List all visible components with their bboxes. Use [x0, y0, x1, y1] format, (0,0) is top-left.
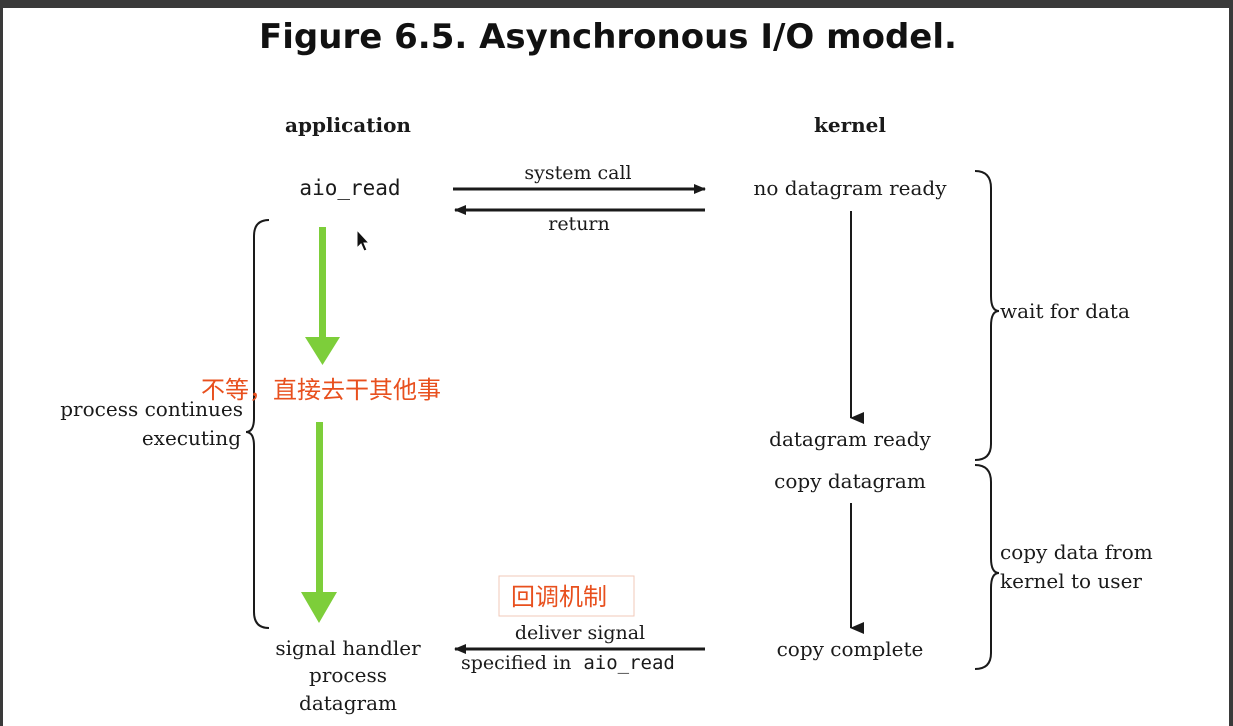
- figure-title: Figure 6.5. Asynchronous I/O model.: [259, 17, 957, 57]
- deliver-signal-label: deliver signal: [515, 622, 645, 644]
- callback-annotation: 回调机制: [511, 583, 607, 611]
- deliver-signal-specified-label: specified in aio_read: [461, 652, 675, 674]
- datagram-ready-state: datagram ready: [769, 427, 931, 451]
- async-io-diagram: Figure 6.5. Asynchronous I/O model. appl…: [60, 17, 1153, 715]
- wait-for-data-label: wait for data: [1000, 299, 1130, 323]
- wait-for-data-brace: [974, 170, 1000, 461]
- application-column-header: application: [285, 113, 411, 137]
- return-label: return: [548, 213, 610, 235]
- process-continues-brace: [245, 219, 270, 629]
- dont-wait-annotation: 不等，直接去干其他事: [201, 376, 441, 404]
- signal-handler-line2: process: [309, 663, 387, 687]
- aio-read-call: aio_read: [299, 176, 400, 200]
- copy-data-brace: [974, 464, 1000, 670]
- green-down-arrow-top: [305, 227, 340, 365]
- figure-frame: Figure 6.5. Asynchronous I/O model. appl…: [3, 8, 1229, 726]
- signal-handler-line3: datagram: [299, 691, 397, 715]
- copy-complete-state: copy complete: [777, 637, 924, 661]
- deliver-signal-code: aio_read: [583, 652, 675, 674]
- system-call-label: system call: [524, 162, 631, 184]
- copy-data-label-line1: copy data from: [1000, 540, 1153, 564]
- copy-datagram-state: copy datagram: [774, 469, 926, 493]
- no-datagram-ready-state: no datagram ready: [754, 176, 948, 200]
- process-continues-label-line1: process continues: [60, 397, 243, 421]
- copy-data-label-line2: kernel to user: [1000, 569, 1142, 593]
- callback-annotation-box: [498, 575, 635, 617]
- kernel-column-header: kernel: [814, 113, 886, 137]
- deliver-signal-prefix: specified in: [461, 652, 571, 674]
- green-down-arrow-bottom: [301, 422, 337, 623]
- signal-handler-line1: signal handler: [275, 636, 421, 660]
- mouse-pointer-icon: [356, 228, 371, 252]
- process-continues-label-line2: executing: [142, 426, 241, 450]
